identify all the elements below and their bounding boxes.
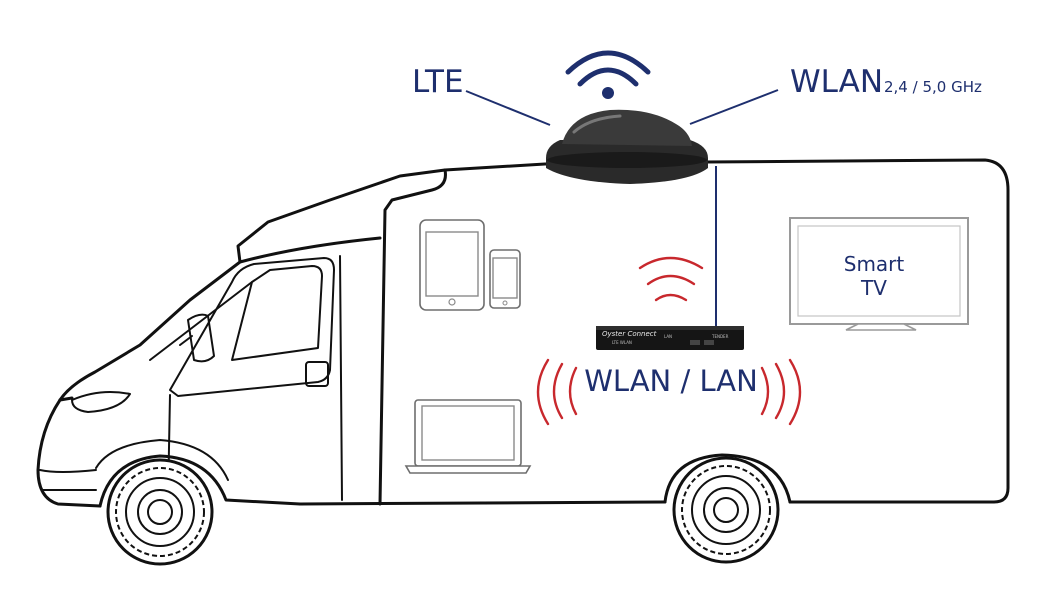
router-signal-left-icon bbox=[536, 358, 578, 426]
wlan-lan-label: WLAN / LAN bbox=[584, 364, 758, 398]
laptop-icon bbox=[404, 399, 532, 474]
wifi-signal-icon bbox=[565, 50, 651, 99]
lte-label: LTE bbox=[412, 64, 464, 100]
lte-wlan-roof-antenna bbox=[546, 109, 708, 184]
wlan-frequency-label: 2,4 / 5,0 GHz bbox=[884, 78, 982, 96]
lte-pointer-line bbox=[465, 90, 551, 126]
router-brand-label: Oyster Connect bbox=[602, 330, 657, 338]
router-signal-right-icon bbox=[760, 358, 802, 426]
smart-tv-icon bbox=[789, 217, 969, 331]
smart-tv-label-line1: Smart bbox=[844, 252, 905, 276]
wlan-label: WLAN bbox=[790, 64, 883, 100]
router-sub-label: LTE WLAN bbox=[612, 340, 632, 345]
tablet-icon bbox=[419, 219, 485, 311]
front-wheel bbox=[672, 456, 780, 564]
router-tag-label: TENDER bbox=[711, 334, 729, 339]
camper-van-outline bbox=[36, 158, 1010, 508]
rear-wheel bbox=[106, 458, 214, 566]
smart-tv-label-line2: TV bbox=[860, 276, 887, 300]
router-device: Oyster Connect LTE WLAN LAN TENDER bbox=[596, 326, 744, 350]
wlan-pointer-line bbox=[689, 89, 779, 125]
smartphone-icon bbox=[489, 249, 521, 309]
router-signal-up-icon bbox=[638, 256, 704, 302]
router-port-label: LAN bbox=[664, 334, 672, 339]
